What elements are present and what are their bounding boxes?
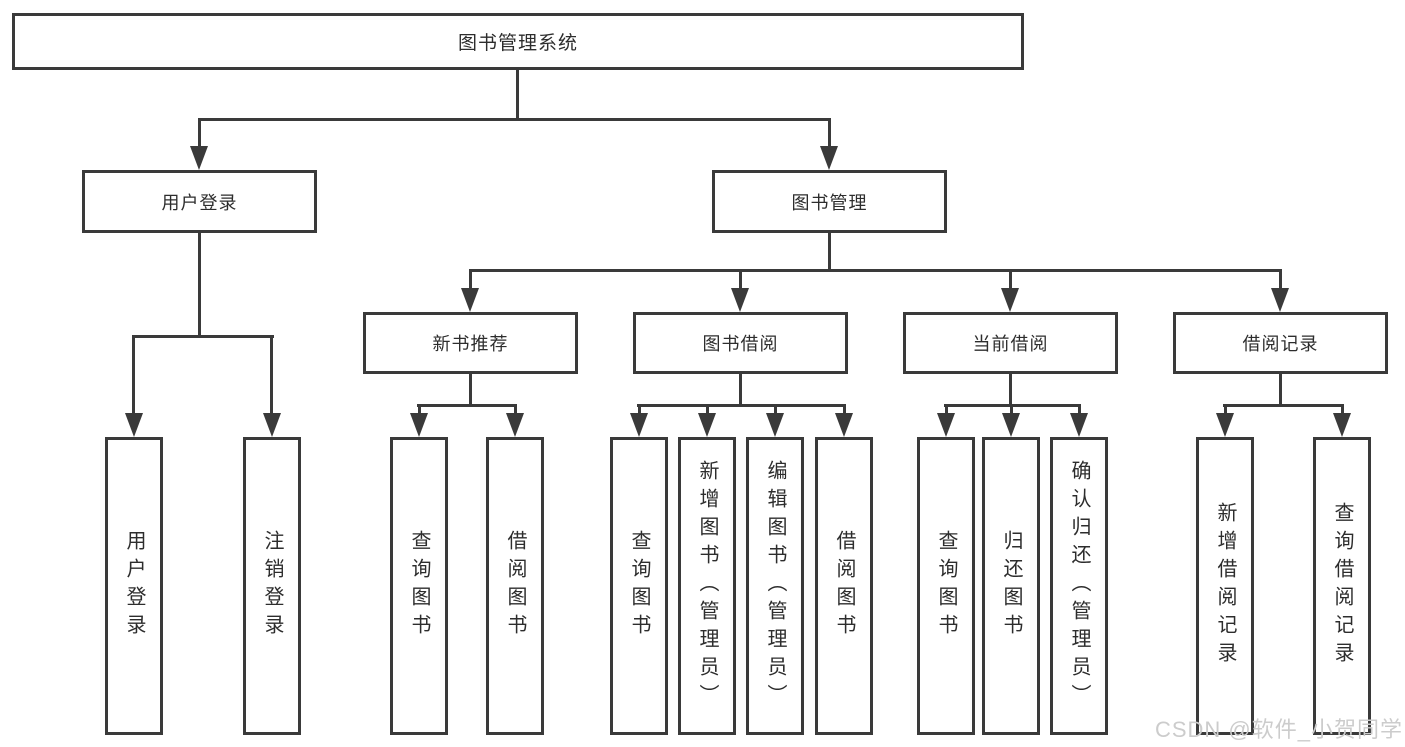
leaf-label: 新增图书（管理员） xyxy=(696,460,718,712)
arrowhead-nb-leaf1 xyxy=(410,413,428,437)
leaf-label: 用户登录 xyxy=(123,530,145,642)
arrowhead-cb-leaf2 xyxy=(1002,413,1020,437)
leaf-return-books: 归还图书 xyxy=(982,437,1040,735)
leaf-label: 确认归还（管理员） xyxy=(1068,460,1090,712)
connector-bb-leaf3 xyxy=(774,404,777,415)
connector-book-management-branch xyxy=(469,269,1282,272)
arrowhead-borrow-records xyxy=(1271,288,1289,312)
connector-to-leaf-logout xyxy=(270,335,273,415)
connector-book-management-stem xyxy=(828,233,831,271)
node-root: 图书管理系统 xyxy=(12,13,1024,70)
arrowhead-cb-leaf1 xyxy=(937,413,955,437)
leaf-label: 查询图书 xyxy=(628,530,650,642)
arrowhead-bb-leaf1 xyxy=(630,413,648,437)
leaf-label: 查询图书 xyxy=(408,530,430,642)
connector-to-borrow-records xyxy=(1279,269,1282,290)
arrowhead-bb-leaf3 xyxy=(766,413,784,437)
node-book-borrow: 图书借阅 xyxy=(633,312,848,374)
node-user-login: 用户登录 xyxy=(82,170,317,233)
connector-new-book-branch xyxy=(417,404,517,407)
leaf-label: 查询图书 xyxy=(935,530,957,642)
connector-current-borrow-stem xyxy=(1009,374,1012,406)
arrowhead-cb-leaf3 xyxy=(1070,413,1088,437)
leaf-label: 借阅图书 xyxy=(504,530,526,642)
arrowhead-br-leaf1 xyxy=(1216,413,1234,437)
arrowhead-bb-leaf2 xyxy=(698,413,716,437)
leaf-confirm-return-admin: 确认归还（管理员） xyxy=(1050,437,1108,735)
connector-book-borrow-branch xyxy=(637,404,846,407)
arrowhead-bb-leaf4 xyxy=(835,413,853,437)
arrowhead-current-borrow xyxy=(1001,288,1019,312)
arrowhead-user-login xyxy=(190,146,208,170)
connector-to-book-management xyxy=(828,118,831,150)
node-new-book-recommend: 新书推荐 xyxy=(363,312,578,374)
connector-root-branch xyxy=(198,118,831,121)
leaf-user-login: 用户登录 xyxy=(105,437,163,735)
connector-nb-leaf1 xyxy=(418,404,421,415)
connector-user-login-branch xyxy=(132,335,274,338)
csdn-watermark: CSDN @软件_小贺同学 xyxy=(1154,717,1403,742)
leaf-label: 归还图书 xyxy=(1000,530,1022,642)
connector-nb-leaf2 xyxy=(514,404,517,415)
leaf-query-books-current: 查询图书 xyxy=(917,437,975,735)
arrowhead-new-book xyxy=(461,288,479,312)
leaf-borrow-books: 借阅图书 xyxy=(815,437,873,735)
connector-to-book-borrow xyxy=(739,269,742,290)
leaf-label: 注销登录 xyxy=(261,530,283,642)
connector-root-stem xyxy=(516,70,519,120)
leaf-label: 查询借阅记录 xyxy=(1331,502,1353,670)
arrowhead-leaf-logout xyxy=(263,413,281,437)
connector-to-new-book xyxy=(469,269,472,290)
leaf-add-borrow-record: 新增借阅记录 xyxy=(1196,437,1254,735)
arrowhead-leaf-login xyxy=(125,413,143,437)
leaf-label: 借阅图书 xyxy=(833,530,855,642)
leaf-query-books-borrow: 查询图书 xyxy=(610,437,668,735)
connector-cb-leaf1 xyxy=(945,404,948,415)
leaf-query-books-recommend: 查询图书 xyxy=(390,437,448,735)
arrowhead-book-borrow xyxy=(731,288,749,312)
leaf-add-book-admin: 新增图书（管理员） xyxy=(678,437,736,735)
leaf-label: 编辑图书（管理员） xyxy=(764,460,786,712)
node-book-management: 图书管理 xyxy=(712,170,947,233)
leaf-query-borrow-record: 查询借阅记录 xyxy=(1313,437,1371,735)
leaf-edit-book-admin: 编辑图书（管理员） xyxy=(746,437,804,735)
connector-new-book-stem xyxy=(469,374,472,406)
connector-bb-leaf2 xyxy=(706,404,709,415)
connector-borrow-records-stem xyxy=(1279,374,1282,406)
connector-br-leaf2 xyxy=(1341,404,1344,415)
leaf-borrow-books-recommend: 借阅图书 xyxy=(486,437,544,735)
leaf-logout: 注销登录 xyxy=(243,437,301,735)
connector-br-leaf1 xyxy=(1224,404,1227,415)
connector-cb-leaf2 xyxy=(1010,404,1013,415)
connector-book-borrow-stem xyxy=(739,374,742,406)
node-borrow-records: 借阅记录 xyxy=(1173,312,1388,374)
connector-cb-leaf3 xyxy=(1078,404,1081,415)
connector-user-login-stem xyxy=(198,233,201,337)
arrowhead-book-management xyxy=(820,146,838,170)
connector-bb-leaf1 xyxy=(638,404,641,415)
arrowhead-nb-leaf2 xyxy=(506,413,524,437)
connector-bb-leaf4 xyxy=(843,404,846,415)
node-current-borrow: 当前借阅 xyxy=(903,312,1118,374)
leaf-label: 新增借阅记录 xyxy=(1214,502,1236,670)
connector-borrow-records-branch xyxy=(1223,404,1344,407)
arrowhead-br-leaf2 xyxy=(1333,413,1351,437)
connector-to-user-login xyxy=(198,118,201,150)
connector-to-current-borrow xyxy=(1009,269,1012,290)
connector-to-leaf-login xyxy=(132,335,135,415)
